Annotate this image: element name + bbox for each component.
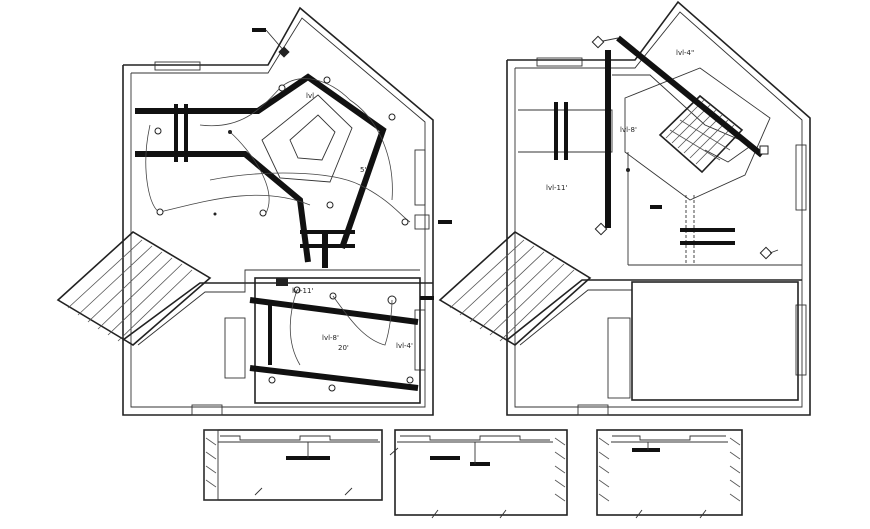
right-lower-inner <box>519 289 632 346</box>
right-beam-cap-end <box>759 145 769 155</box>
lower-room-wall <box>122 282 433 341</box>
wiring-loop-4 <box>229 131 270 216</box>
label-lvl-11: lvl-11' <box>546 184 567 192</box>
right-plan-inner-wall <box>514 11 803 408</box>
left-staircase <box>56 231 212 346</box>
right-lower-room <box>631 281 799 401</box>
window-right-left <box>414 149 426 206</box>
label-lvl-small: 20' <box>338 344 349 352</box>
label-lvl-top: lvl <box>306 92 314 100</box>
switch-box-right <box>414 214 430 230</box>
main-beam-upper <box>135 73 387 249</box>
label-lvl-8: lvl-8' <box>620 126 637 134</box>
right-partition-diag <box>612 74 753 163</box>
switch-box-top <box>278 46 290 58</box>
lower-switch <box>276 278 288 286</box>
section-2 <box>389 429 568 519</box>
right-plan-outer-wall <box>506 0 811 416</box>
ceiling-pentagon-outer <box>261 94 353 183</box>
light-fixtures-upper <box>154 76 409 226</box>
right-lower-closet <box>607 317 631 399</box>
lower-fixtures <box>268 286 414 392</box>
label-lvl-right: lvl-4' <box>396 342 413 350</box>
right-beam-cap-bottom <box>594 222 608 236</box>
window-bottom-right <box>577 404 609 416</box>
lower-wiring <box>289 289 393 366</box>
lower-right-room <box>254 277 421 404</box>
right-beam-diag <box>616 35 764 158</box>
wiring-loop-1 <box>145 124 311 213</box>
window-top-right <box>536 57 583 67</box>
label-lvl-center: lvl-8' <box>322 334 339 342</box>
section-3 <box>596 429 743 519</box>
window-bottom-left <box>191 404 223 416</box>
lower-closet <box>224 317 246 379</box>
right-switch-dot <box>626 168 630 172</box>
window-top-left <box>154 61 201 71</box>
window-right-top-r <box>795 144 807 211</box>
right-switch-lower-lead <box>769 249 779 254</box>
right-partition-core <box>624 67 771 201</box>
ceiling-pentagon-inner <box>289 114 336 161</box>
main-beam-lower <box>135 151 311 263</box>
lower-room-inner <box>137 269 420 346</box>
label-lvl-mid: 5' <box>360 166 366 174</box>
left-plan-outer-wall <box>122 6 434 416</box>
left-plan-inner-wall <box>130 17 426 408</box>
right-floor-plan: lvl-4" lvl-8' lvl-11' <box>438 0 811 416</box>
wiring-loop-3 <box>209 172 411 223</box>
window-right-low-r <box>795 304 807 376</box>
lower-beam-bottom <box>249 365 419 391</box>
right-staircase <box>438 231 592 346</box>
right-beam-cap-top <box>591 35 605 49</box>
right-switch-lower <box>759 246 773 260</box>
section-1 <box>203 429 383 501</box>
switch-top-lead <box>265 29 286 53</box>
label-lvl-4: lvl-4" <box>676 49 694 57</box>
lower-beam-top <box>249 297 419 325</box>
left-floor-plan: lvl 5' lvl-11' lvl-4' lvl-8' 20' <box>56 6 452 416</box>
label-lvl-room: lvl-11' <box>292 287 313 295</box>
right-lower-wall <box>506 279 802 341</box>
wiring-loop-2 <box>199 78 393 201</box>
